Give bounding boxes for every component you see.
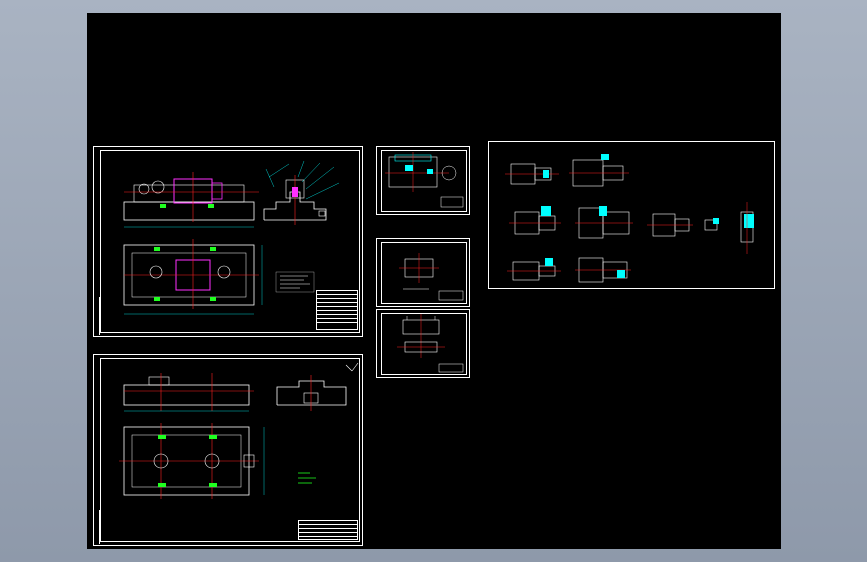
sketch-5 bbox=[647, 213, 693, 237]
drawing-frame bbox=[100, 150, 360, 333]
drawing-frame bbox=[381, 242, 467, 304]
part-drawing-2-sheet[interactable] bbox=[376, 238, 470, 307]
part-drawing-3-sheet[interactable] bbox=[376, 309, 470, 378]
part-3-graphics bbox=[397, 314, 464, 373]
drawing-frame bbox=[381, 150, 467, 212]
process-sketches-sheet[interactable] bbox=[488, 141, 775, 289]
fixture-body-graphics bbox=[119, 362, 359, 499]
sketch-4 bbox=[575, 206, 633, 239]
drawing-frame bbox=[381, 313, 467, 375]
sketch-3 bbox=[509, 206, 561, 235]
sketch-8 bbox=[507, 258, 561, 281]
revision-strip bbox=[94, 510, 100, 544]
assembly-drawing-sheet[interactable] bbox=[93, 146, 363, 337]
sketch-6 bbox=[704, 218, 719, 231]
sketch-2 bbox=[569, 154, 629, 187]
part-2-graphics bbox=[399, 253, 464, 301]
part-1-graphics bbox=[385, 152, 464, 208]
sketch-7 bbox=[740, 202, 754, 254]
assembly-graphics bbox=[123, 160, 340, 315]
fixture-body-drawing-sheet[interactable] bbox=[93, 354, 363, 546]
drawing-canvas[interactable] bbox=[87, 13, 781, 549]
title-block bbox=[298, 520, 358, 540]
part-drawing-1-sheet[interactable] bbox=[376, 146, 470, 215]
parts-list-table bbox=[316, 290, 358, 330]
revision-strip bbox=[94, 297, 100, 335]
sketch-9 bbox=[575, 257, 631, 283]
drawing-frame bbox=[100, 358, 360, 542]
sketch-1 bbox=[505, 163, 559, 185]
process-sketches-graphics bbox=[505, 154, 754, 283]
